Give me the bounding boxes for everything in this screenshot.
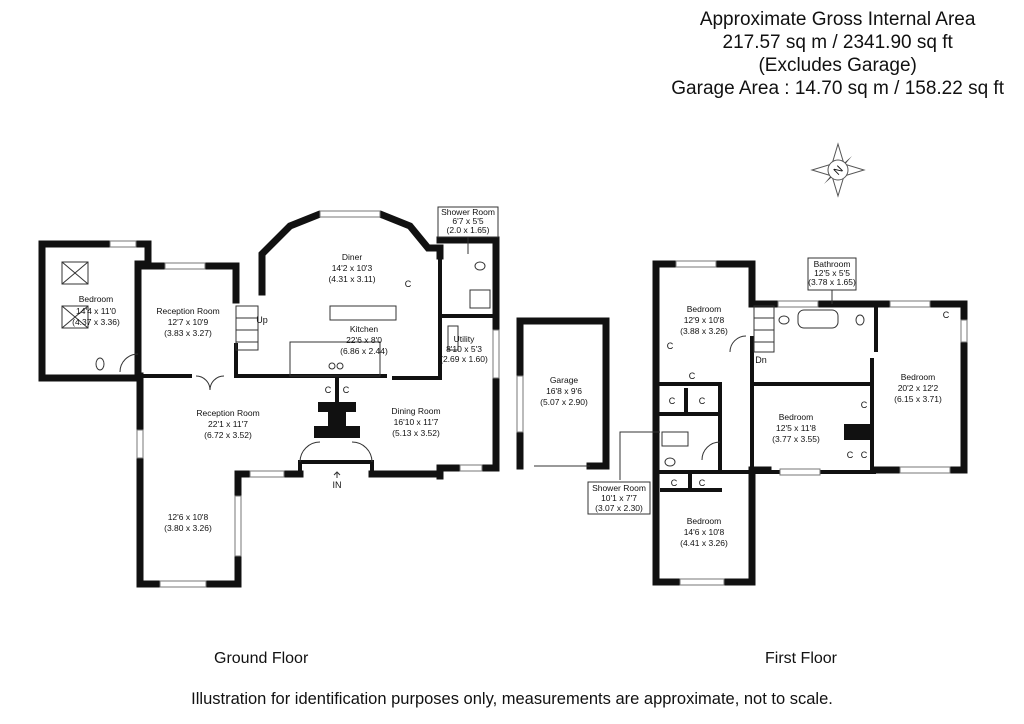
stairs-up-label: Up	[256, 315, 268, 325]
ff-shower-metric: (3.07 x 2.30)	[595, 503, 643, 513]
cupboard-label: C	[699, 396, 706, 406]
area-note: (Excludes Garage)	[758, 55, 917, 76]
ff-shower-dim: 10'1 x 7'7	[601, 493, 637, 503]
gf-dining-name: Dining Room	[391, 406, 440, 416]
cupboard-label: C	[861, 450, 868, 460]
gf-shower-metric: (2.0 x 1.65)	[447, 225, 490, 235]
ff-bathroom-name: Bathroom	[814, 259, 851, 269]
ff-bathroom-dim: 12'5 x 5'5	[814, 268, 850, 278]
stairs-down-label: Dn	[755, 355, 767, 365]
cupboard-label: C	[943, 310, 950, 320]
gf-shower-dim: 6'7 x 5'5	[452, 216, 483, 226]
ground-floor-label: Ground Floor	[214, 650, 309, 667]
ground-floor-plan	[38, 210, 500, 588]
first-floor-plan	[652, 260, 968, 586]
gf-kitchen-metric: (6.86 x 2.44)	[340, 346, 388, 356]
gf-kitchen-name: Kitchen	[350, 324, 379, 334]
entrance-label: IN	[333, 480, 342, 490]
gf-kitchen-dim: 22'6 x 8'0	[346, 335, 382, 345]
cupboard-label: C	[847, 450, 854, 460]
area-total: 217.57 sq m / 2341.90 sq ft	[722, 32, 953, 53]
gf-bedroom-dim: 14'4 x 11'0	[76, 306, 116, 316]
ff-bedroom1-metric: (3.88 x 3.26)	[680, 326, 728, 336]
cupboard-label: C	[667, 341, 674, 351]
gf-utility-name: Utility	[454, 334, 476, 344]
ff-bathroom-metric: (3.78 x 1.65)	[808, 277, 856, 287]
gf-bedroom-metric: (4.37 x 3.36)	[72, 317, 120, 327]
compass-icon: N	[810, 142, 866, 198]
cupboard-label: C	[343, 385, 350, 395]
ff-bedroom4-metric: (4.41 x 3.26)	[680, 538, 728, 548]
cupboard-label: C	[699, 478, 706, 488]
cupboard-label: C	[669, 396, 676, 406]
cupboard-label: C	[405, 279, 412, 289]
ff-bedroom1-name: Bedroom	[687, 304, 722, 314]
gf-shower-name: Shower Room	[441, 207, 495, 217]
gf-reception1-dim: 12'7 x 10'9	[168, 317, 209, 327]
gf-dining-dim: 16'10 x 11'7	[394, 417, 439, 427]
area-title: Approximate Gross Internal Area	[699, 9, 976, 30]
gf-utility-dim: 8'10 x 5'3	[446, 344, 482, 354]
disclaimer: Illustration for identification purposes…	[191, 690, 833, 708]
gf-bedroom-name: Bedroom	[79, 294, 114, 304]
cupboard-label: C	[325, 385, 332, 395]
ff-bedroom3-dim: 12'5 x 11'8	[776, 423, 816, 433]
garage-metric: (5.07 x 2.90)	[540, 397, 588, 407]
gf-reception2-metric: (6.72 x 3.52)	[204, 430, 252, 440]
gf-extension-metric: (3.80 x 3.26)	[164, 523, 212, 533]
cupboard-label: C	[671, 478, 678, 488]
first-floor-label: First Floor	[765, 650, 837, 667]
ff-bedroom3-name: Bedroom	[779, 412, 814, 422]
ff-bedroom1-dim: 12'9 x 10'8	[684, 315, 725, 325]
ff-bedroom3-metric: (3.77 x 3.55)	[772, 434, 820, 444]
gf-diner-dim: 14'2 x 10'3	[332, 263, 373, 273]
gf-reception2-name: Reception Room	[196, 408, 259, 418]
gf-extension-dim: 12'6 x 10'8	[168, 512, 209, 522]
gf-utility-metric: (2.69 x 1.60)	[440, 354, 488, 364]
garage-name: Garage	[550, 375, 579, 385]
gf-reception1-name: Reception Room	[156, 306, 219, 316]
gf-diner-name: Diner	[342, 252, 362, 262]
gf-reception2-dim: 22'1 x 11'7	[208, 419, 248, 429]
gf-dining-metric: (5.13 x 3.52)	[392, 428, 440, 438]
gf-reception1-metric: (3.83 x 3.27)	[164, 328, 212, 338]
ff-bedroom2-dim: 20'2 x 12'2	[898, 383, 939, 393]
ff-bedroom2-metric: (6.15 x 3.71)	[894, 394, 942, 404]
garage-dim: 16'8 x 9'6	[546, 386, 582, 396]
garage-plan	[516, 317, 610, 470]
gf-diner-metric: (4.31 x 3.11)	[328, 274, 375, 284]
ff-bedroom2-name: Bedroom	[901, 372, 936, 382]
cupboard-label: C	[861, 400, 868, 410]
ff-shower-name: Shower Room	[592, 483, 646, 493]
ff-bedroom4-name: Bedroom	[687, 516, 722, 526]
ff-bedroom4-dim: 14'6 x 10'8	[684, 527, 725, 537]
area-summary: Approximate Gross Internal Area 217.57 s…	[671, 8, 1004, 100]
garage-area: Garage Area : 14.70 sq m / 158.22 sq ft	[671, 78, 1004, 99]
cupboard-label: C	[689, 371, 696, 381]
